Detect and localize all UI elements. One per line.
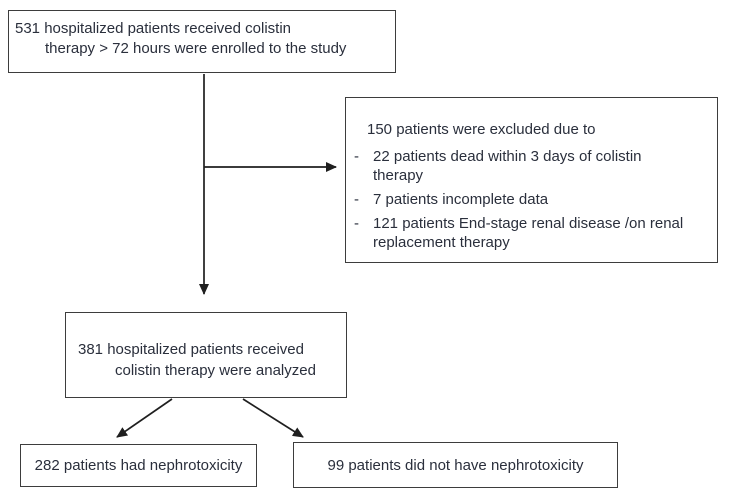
dash-bullet: - bbox=[354, 148, 359, 165]
box-nephrotoxicity-text: 282 patients had nephrotoxicity bbox=[34, 457, 243, 474]
excluded-item: - 22 patients dead within 3 days of coli… bbox=[354, 147, 713, 185]
box-nephrotoxicity: 282 patients had nephrotoxicity bbox=[20, 444, 257, 487]
arrow-analyzed-to-nephrotoxicity bbox=[116, 398, 173, 438]
excluded-item-text: 22 patients dead within 3 days of colist… bbox=[373, 148, 642, 184]
box-analyzed: 381 hospitalized patients received colis… bbox=[65, 312, 347, 398]
box-enrolled-line2: therapy > 72 hours were enrolled to the … bbox=[45, 40, 347, 57]
excluded-item: - 7 patients incomplete data bbox=[354, 190, 713, 209]
dash-bullet: - bbox=[354, 215, 359, 232]
box-analyzed-line1: 381 hospitalized patients received bbox=[78, 341, 304, 358]
box-analyzed-line2: colistin therapy were analyzed bbox=[115, 362, 316, 379]
arrow-analyzed-to-no-nephrotoxicity bbox=[242, 398, 304, 438]
dash-bullet: - bbox=[354, 191, 359, 208]
excluded-item: - 121 patients End-stage renal disease /… bbox=[354, 214, 713, 252]
box-no-nephrotoxicity: 99 patients did not have nephrotoxicity bbox=[293, 442, 618, 488]
excluded-item-text: 7 patients incomplete data bbox=[373, 191, 549, 208]
box-enrolled-line1: 531 hospitalized patients received colis… bbox=[15, 20, 291, 37]
box-enrolled: 531 hospitalized patients received colis… bbox=[8, 10, 396, 73]
box-excluded-header: 150 patients were excluded due to bbox=[367, 121, 596, 138]
box-no-nephrotoxicity-text: 99 patients did not have nephrotoxicity bbox=[327, 456, 584, 474]
box-excluded: 150 patients were excluded due to - 22 p… bbox=[345, 97, 718, 263]
excluded-item-text: 121 patients End-stage renal disease /on… bbox=[373, 215, 684, 251]
